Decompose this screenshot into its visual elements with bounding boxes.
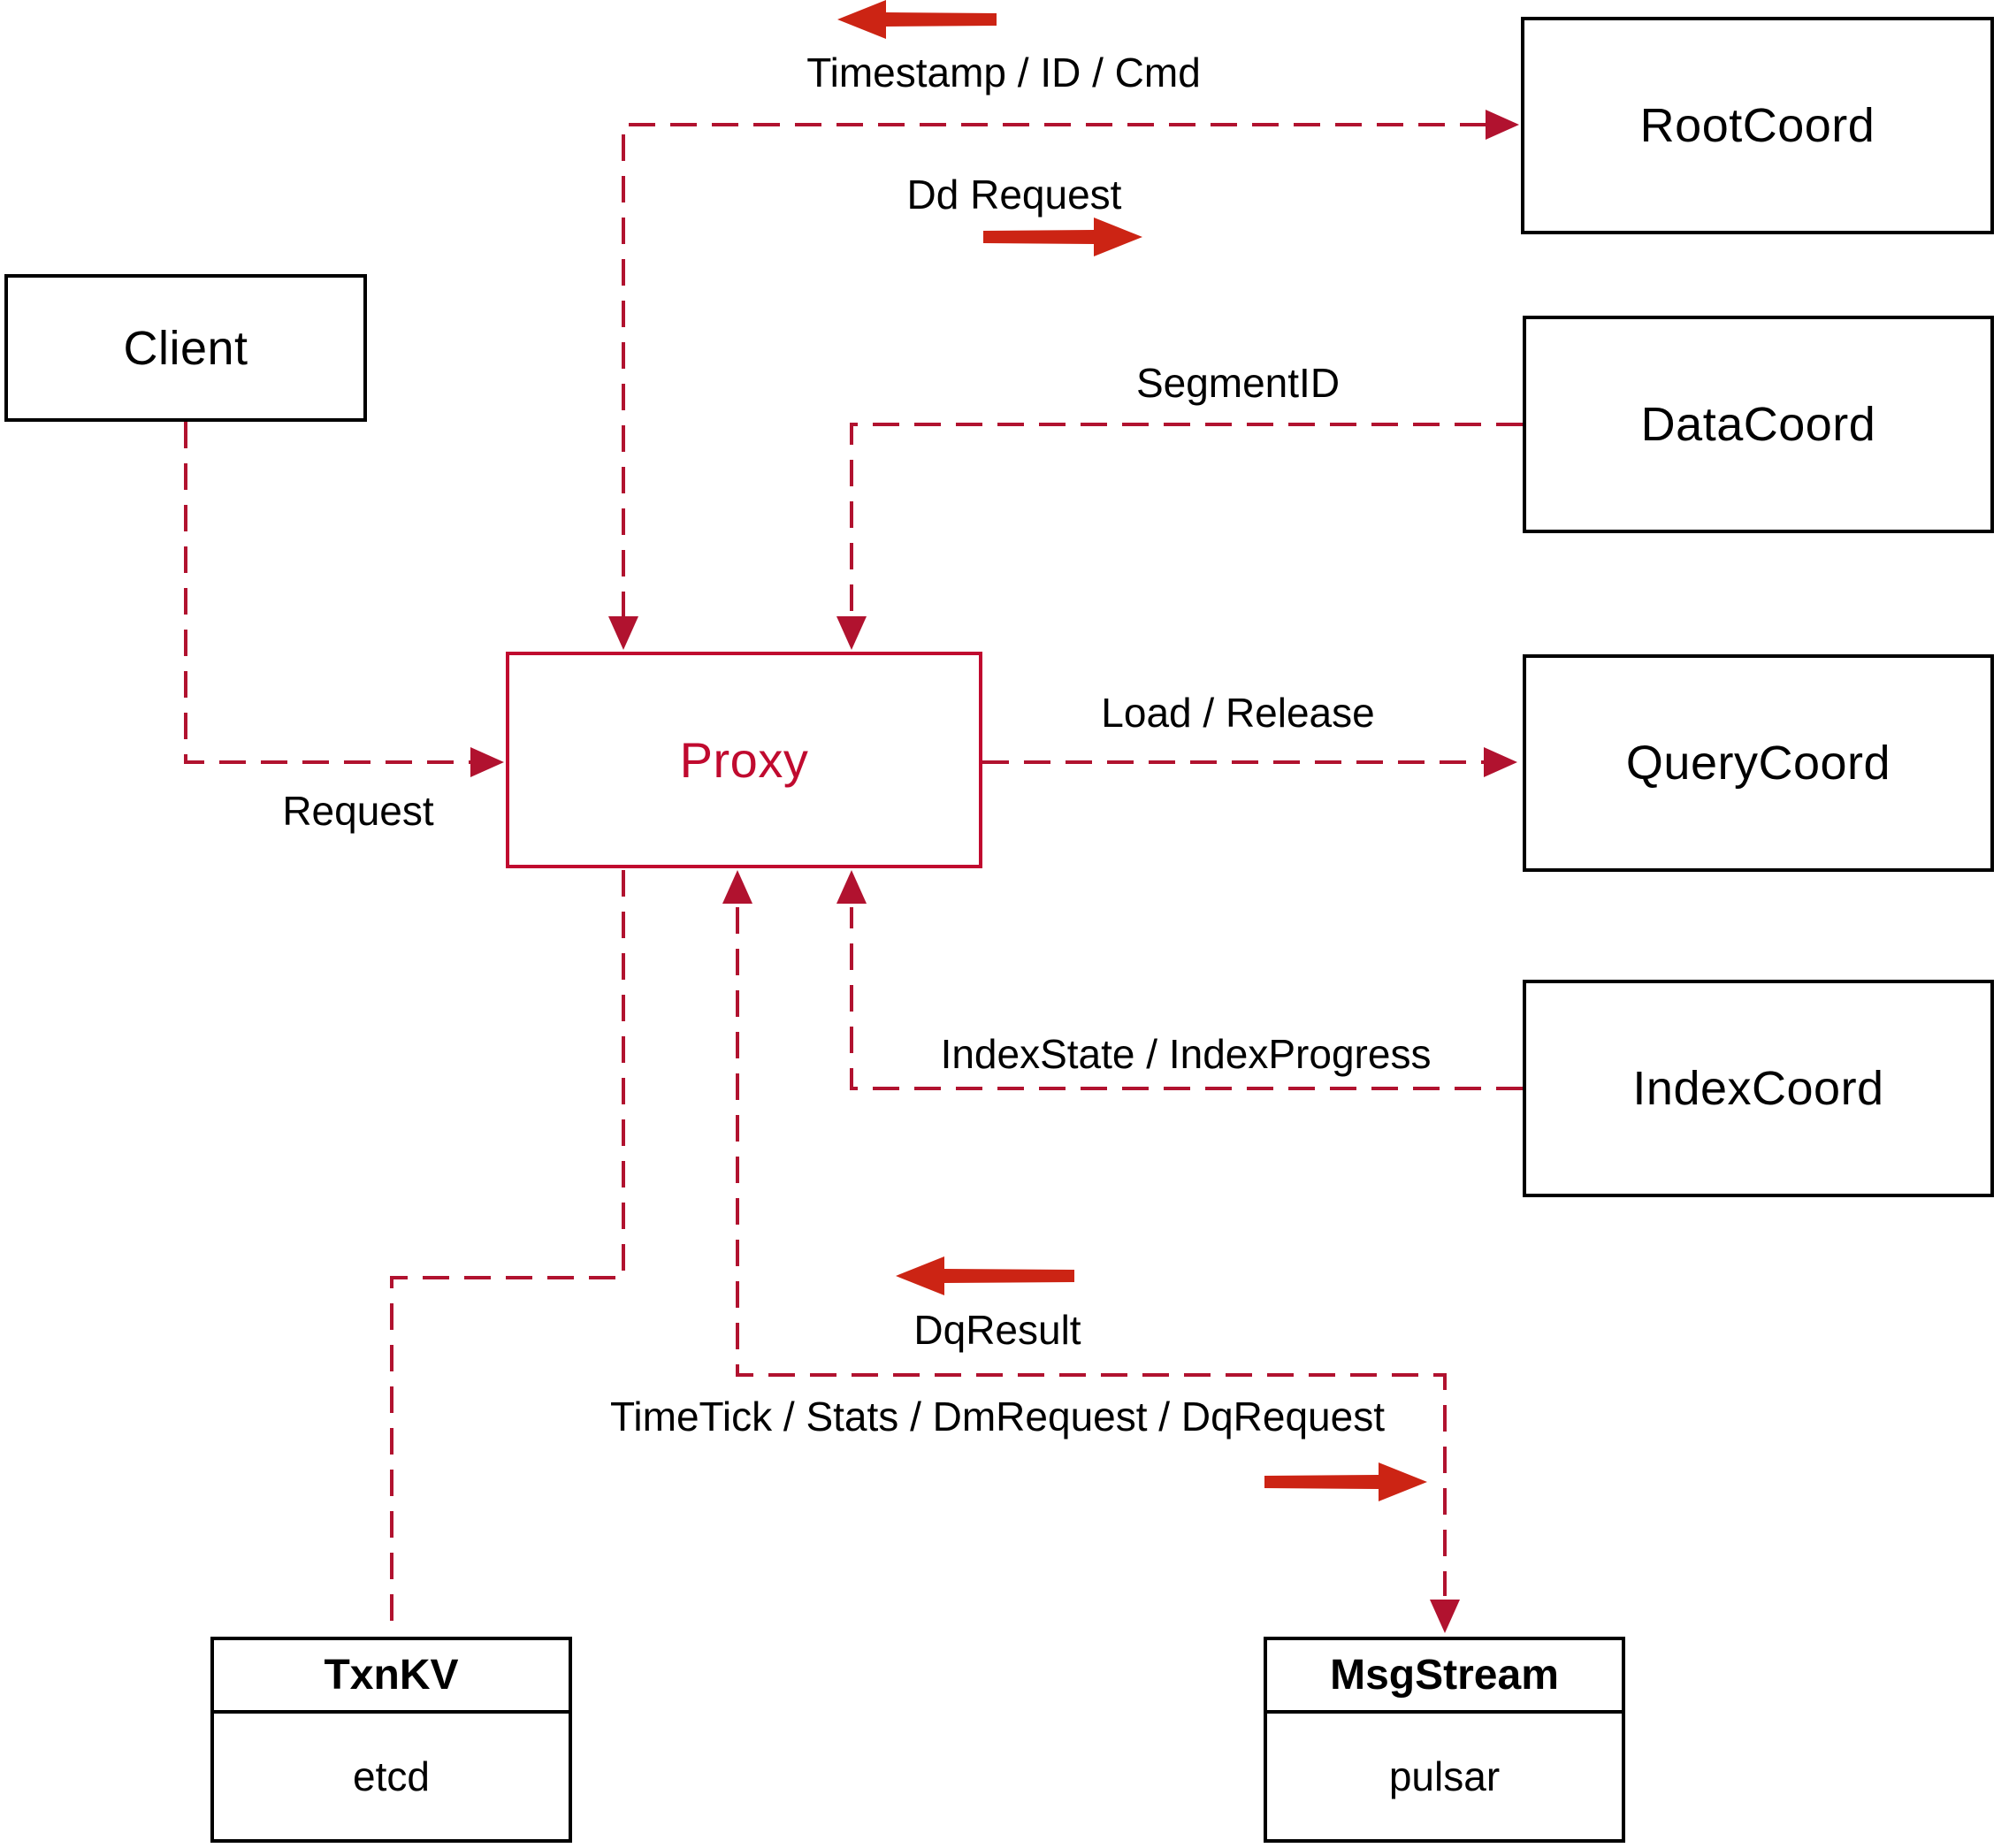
node-indexcoord-label: IndexCoord <box>1632 1062 1884 1115</box>
direction-arrow-left-dqresult-icon <box>896 1256 1074 1295</box>
node-querycoord-label: QueryCoord <box>1625 737 1891 790</box>
arrowhead-into-msgstream-icon <box>1430 1600 1460 1633</box>
node-msgstream-subtitle: pulsar <box>1388 1753 1501 1799</box>
node-rootcoord-label: RootCoord <box>1639 99 1875 152</box>
node-rootcoord: RootCoord <box>1521 17 1994 234</box>
edge-proxy-msgstream <box>736 907 1447 1596</box>
node-proxy: Proxy <box>506 652 982 868</box>
arrowhead-into-querycoord-icon <box>1484 747 1517 777</box>
arrowhead-into-proxy-top-right-icon <box>836 616 867 650</box>
arrowhead-into-proxy-bottom-mid-icon <box>722 870 752 904</box>
direction-arrow-right-timetick-icon <box>1264 1462 1427 1501</box>
edge-label-timestamp-id-cmd: Timestamp / ID / Cmd <box>806 50 1201 95</box>
node-msgstream-title: MsgStream <box>1267 1640 1622 1714</box>
edge-label-dd-request: Dd Request <box>906 172 1122 218</box>
node-txnkv-subtitle: etcd <box>353 1753 430 1799</box>
edge-label-index-state: IndexState / IndexProgress <box>940 1031 1432 1077</box>
node-indexcoord: IndexCoord <box>1523 980 1994 1197</box>
node-querycoord: QueryCoord <box>1523 654 1994 872</box>
node-datacoord-label: DataCoord <box>1640 398 1876 451</box>
edge-label-load-release: Load / Release <box>1101 690 1375 736</box>
edge-indexcoord-to-proxy <box>850 907 1523 1090</box>
direction-arrow-right-dd-request-icon <box>983 218 1142 256</box>
edge-label-request: Request <box>282 788 434 834</box>
arrowhead-into-proxy-left-icon <box>470 747 504 777</box>
node-datacoord: DataCoord <box>1523 316 1994 533</box>
node-proxy-label: Proxy <box>679 732 809 788</box>
edge-proxy-to-txnkv <box>390 870 625 1635</box>
node-txnkv-title: TxnKV <box>214 1640 569 1714</box>
node-msgstream: MsgStream pulsar <box>1264 1637 1625 1843</box>
node-client-label: Client <box>123 321 248 375</box>
direction-arrow-left-timestamp-icon <box>837 0 997 39</box>
edge-label-dq-result: DqResult <box>913 1307 1081 1353</box>
node-txnkv: TxnKV etcd <box>210 1637 572 1843</box>
edge-client-to-proxy <box>184 422 470 764</box>
edge-label-timetick: TimeTick / Stats / DmRequest / DqRequest <box>610 1394 1385 1439</box>
edge-datacoord-to-proxy <box>850 423 1523 618</box>
edge-label-segment-id: SegmentID <box>1135 360 1341 406</box>
arrowhead-into-proxy-top-left-icon <box>608 616 638 650</box>
arrowhead-into-proxy-bottom-right-icon <box>836 870 867 904</box>
arrowhead-into-rootcoord-icon <box>1486 110 1519 140</box>
node-client: Client <box>4 274 367 422</box>
